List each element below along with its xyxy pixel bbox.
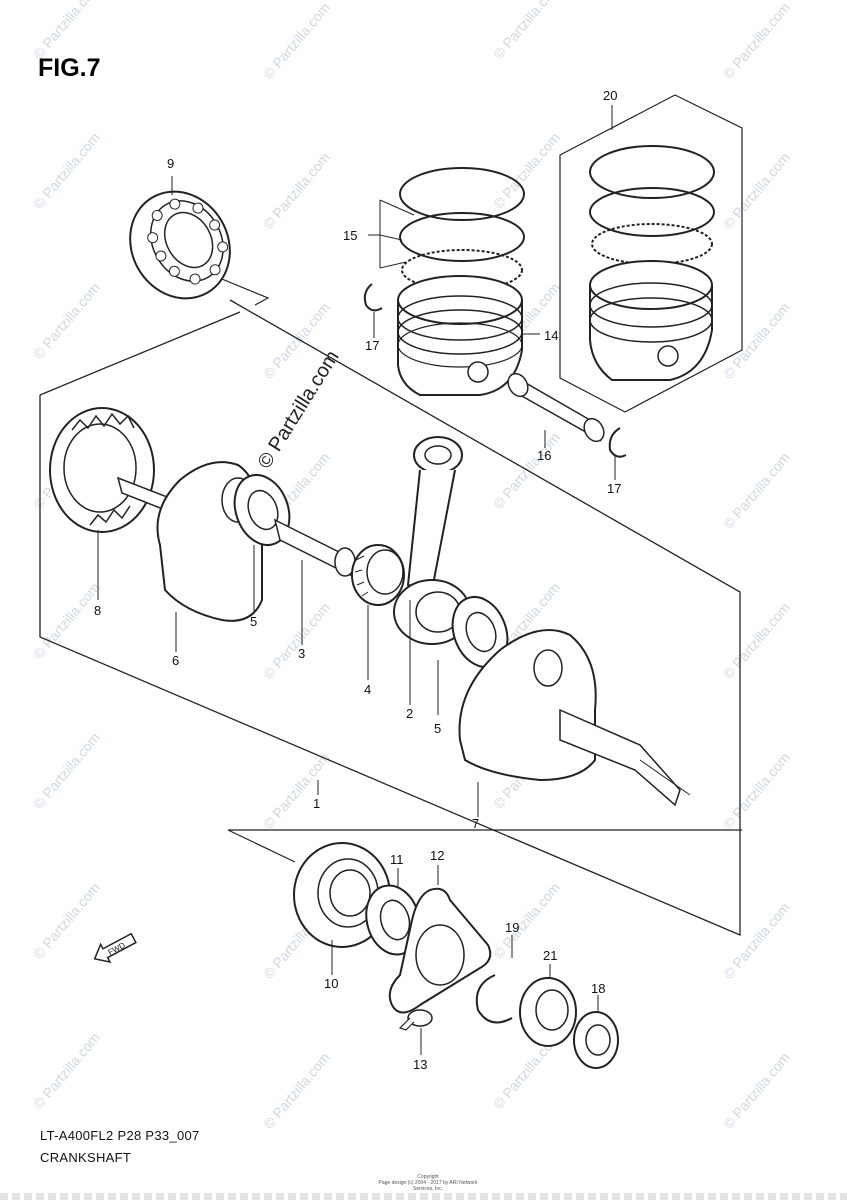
group-name: CRANKSHAFT [40,1150,132,1165]
needle-bearing-4 [351,544,405,606]
oil-seal-11 [365,884,421,956]
piston-14 [397,275,523,396]
callout-3: 3 [298,646,305,661]
seal-18 [573,1011,619,1069]
leader-lines [97,105,616,1055]
callout-5-right: 5 [434,721,441,736]
bearing-21 [519,977,577,1047]
callout-11: 11 [390,852,404,867]
callout-13: 13 [413,1057,427,1072]
watermark-text: © Partzilla.com [720,299,793,382]
screw-13 [398,1009,433,1031]
gear-8 [49,407,155,533]
watermark-text: © Partzilla.com [720,449,793,532]
callout-12: 12 [430,848,444,863]
callout-6: 6 [172,653,179,668]
watermark-text: © Partzilla.com [30,879,103,962]
retainer-plate-12 [388,887,492,1014]
watermark-text: © Partzilla.com [30,579,103,662]
watermark-text: © Partzilla.com [260,0,333,82]
callout-16: 16 [537,448,551,463]
watermark-text: © Partzilla.com [260,149,333,232]
callout-2: 2 [406,706,413,721]
watermark-text: © Partzilla.com [720,599,793,682]
piston-kit-20 [589,145,715,381]
watermark-text: © Partzilla.com [30,729,103,812]
callout-1: 1 [313,796,320,811]
thrust-washer-5-right [451,596,509,668]
callout-10: 10 [324,976,338,991]
watermark-text: © Partzilla.com [30,129,103,212]
callout-21: 21 [543,948,557,963]
snap-ring-17-top [363,283,383,312]
crank-pin-3 [273,518,356,577]
callout-19: 19 [505,920,519,935]
callout-18: 18 [591,981,605,996]
watermark-text: © Partzilla.com [30,1029,103,1112]
watermark-text: © Partzilla.com [490,129,563,212]
callout-4: 4 [364,682,371,697]
watermark-text: © Partzilla.com [30,0,103,62]
watermark-text: © Partzilla.com [30,279,103,362]
callout-7: 7 [472,816,479,831]
callout-5-left: 5 [250,614,257,629]
circlip-19 [475,974,513,1024]
page-bottom-border [0,1193,847,1200]
crank-web-7 [458,629,691,807]
callout-9: 9 [167,156,174,171]
callout-17-top: 17 [365,338,379,353]
watermark-text: © Partzilla.com [260,1049,333,1132]
copyright-line: Page design (c) 2004 - 2017 by ARI Netwo… [378,1180,478,1192]
fwd-arrow-icon: FWD [93,932,137,964]
callout-15: 15 [343,228,357,243]
callout-17-right: 17 [607,481,621,496]
watermark-text: © Partzilla.com [490,429,563,512]
watermark-text: © Partzilla.com [720,749,793,832]
crankshaft-assembly-outline [39,299,741,936]
watermark-text: © Partzilla.com [720,899,793,982]
piston-pin-16 [507,372,605,443]
connecting-rod-2 [393,436,471,645]
figure-title: FIG.7 [38,54,101,82]
bearing-9 [129,190,231,300]
ring-bracket [368,199,415,269]
watermark-text: © Partzilla.com [260,749,333,832]
watermark-text: © Partzilla.com [260,599,333,682]
lower-outline [227,829,742,863]
snap-ring-17-right [608,427,627,458]
watermark-text: © Partzilla.com [720,1049,793,1132]
copyright-notice: Copyright Page design (c) 2004 - 2017 by… [368,1174,488,1192]
thrust-washer-5-left [233,474,291,546]
callout-14: 14 [544,328,558,343]
copyright-label: Copyright [417,1174,439,1180]
piston-kit-outline [559,94,743,413]
watermark-text: © Partzilla.com [720,0,793,82]
watermark-text: © Partzilla.com [490,0,563,62]
callout-labels: 1 2 3 4 5 5 6 7 8 9 10 11 12 13 14 15 16… [94,88,621,1072]
page-code: LT-A400FL2 P28 P33_007 [40,1128,200,1143]
callout-20: 20 [603,88,617,103]
callout-8: 8 [94,603,101,618]
watermark-text: © Partzilla.com [720,149,793,232]
